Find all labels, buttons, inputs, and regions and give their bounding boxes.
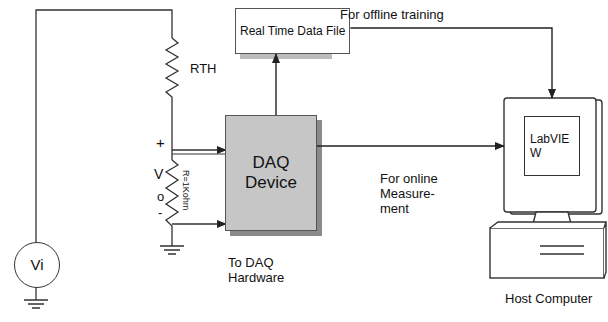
signal-wire [172,154,226,155]
node-text: Vi [30,256,43,274]
data-file-box: Real Time Data File [235,8,350,54]
annotation: To DAQ Hardware [228,256,298,286]
computer-illustration [490,98,606,278]
annotation: Host Computer [505,292,592,307]
daq-device-box: DAQ Device [225,115,317,231]
resistor-label: RTH [190,62,216,77]
resistor-symbol [166,160,178,246]
resistor-symbol [166,38,178,160]
connector [275,54,276,115]
ground-symbol [24,300,48,308]
node-text: Real Time Data File [240,24,345,38]
terminal-sign: - [158,206,162,221]
signal-wire [172,223,226,224]
screen-box: LabVIE W [524,116,580,176]
resistor-value: R=1Kohm [181,170,191,210]
annotation: For offline training [340,8,444,23]
terminal-sign: + [156,134,165,151]
node-text: LabVIE W [530,132,574,161]
connector [317,145,504,146]
signal-name: V [154,166,163,182]
node-text: DAQ Device [241,153,301,194]
voltage-source: Vi [14,242,60,288]
ground-symbol [160,246,184,254]
signal-wire [172,149,226,150]
signal-name: o [157,190,164,205]
connector [350,28,552,98]
annotation: For online Measure- ment [380,172,452,217]
